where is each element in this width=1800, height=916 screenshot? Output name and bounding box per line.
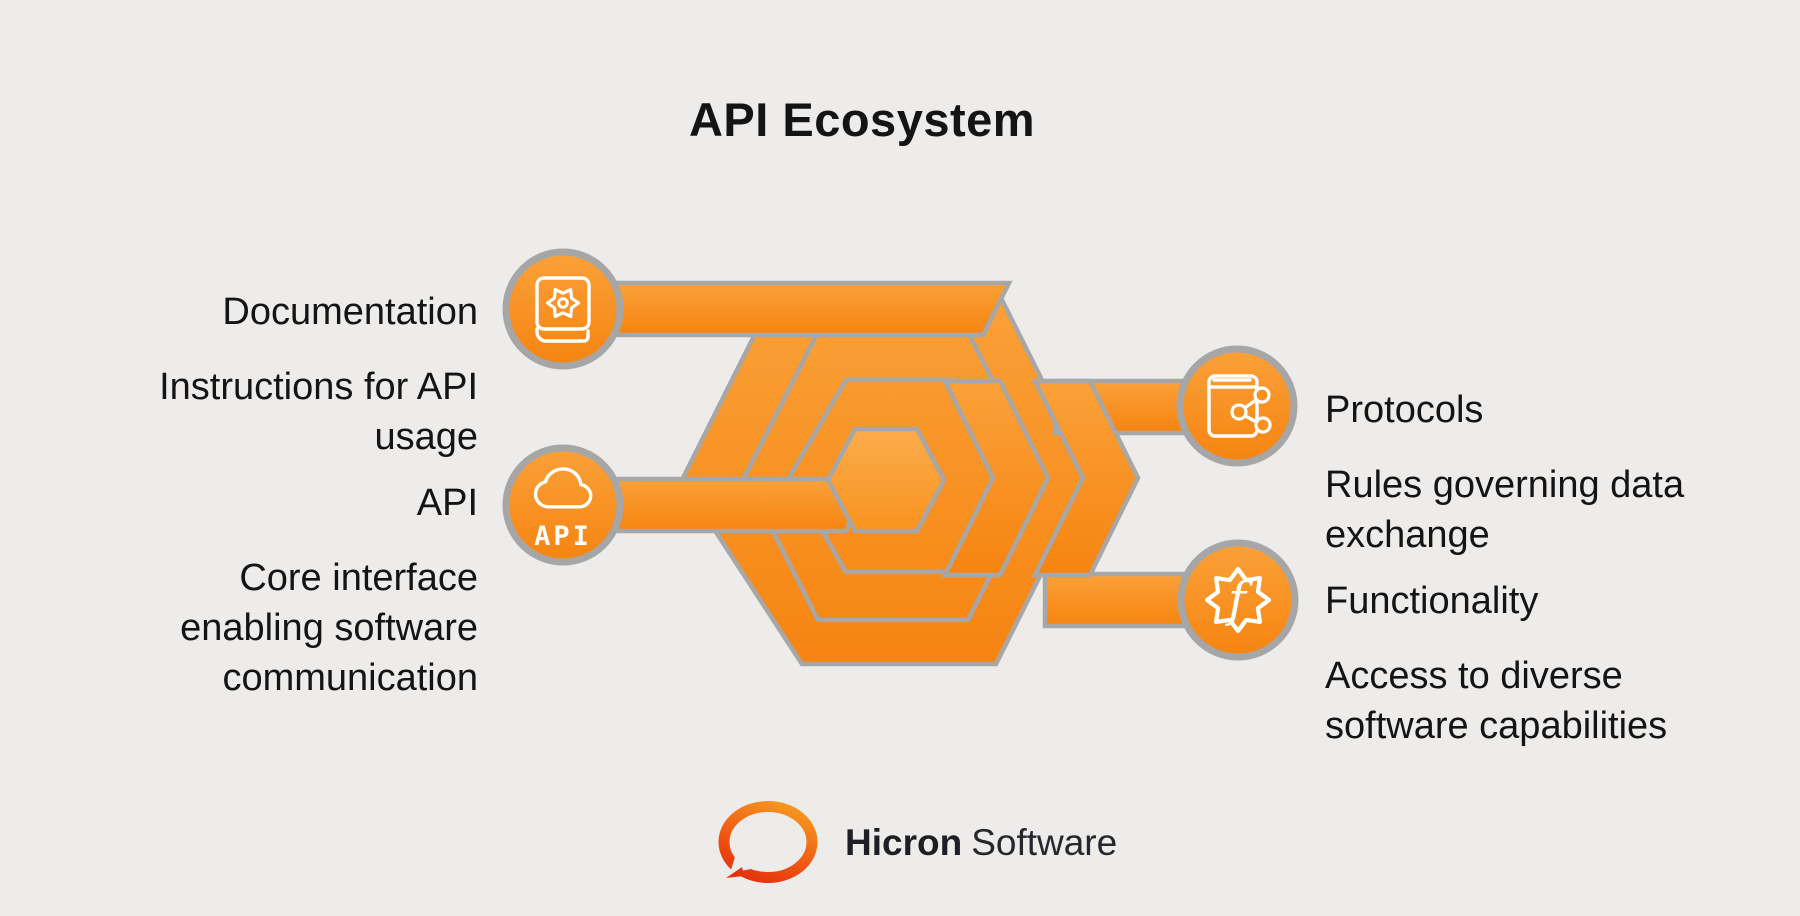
core-hexagon [825,426,947,534]
book-share-icon [1207,374,1272,438]
documentation-connector-bar [560,280,1013,338]
inner-chevron [941,378,1051,578]
protocols-description: Rules governing data exchange [1325,464,1685,556]
api-node-circle [502,444,624,566]
protocols-label: Protocols [1325,389,1484,431]
functionality-description: Access to diverse software capabilities [1325,655,1668,747]
functionality-label: Functionality [1325,580,1539,622]
outer-chevron [1031,378,1141,578]
brand-suffix: Software [971,822,1118,863]
hicron-logo-mark [718,801,818,883]
cloud-api-icon-text: API [534,521,592,552]
api-label: API [416,482,478,524]
documentation-description: Instructions for API usage [159,366,478,458]
cloud-api-icon: API [533,467,593,552]
api-description: Core interface enabling software communi… [180,557,478,699]
page-title: API Ecosystem [688,93,1036,146]
documentation-label: Documentation [222,291,478,333]
book-gear-icon [535,276,591,343]
functionality-node-circle [1177,539,1299,661]
brand-name: Hicron [845,822,963,863]
documentation-node-circle [502,248,624,370]
